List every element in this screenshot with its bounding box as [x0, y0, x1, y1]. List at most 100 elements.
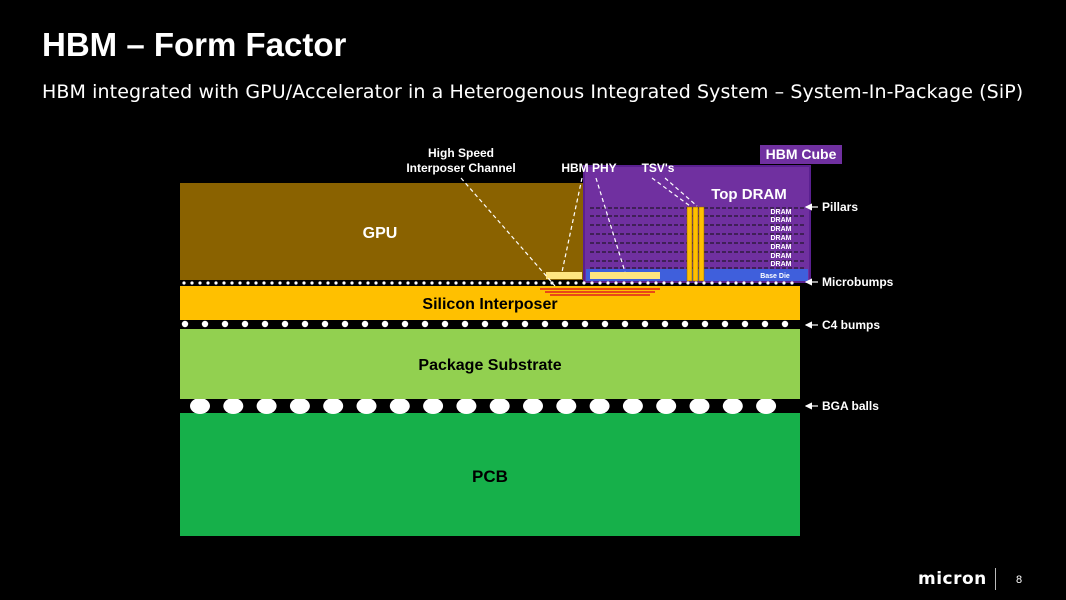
c4-bump [441, 320, 449, 328]
microbump [686, 281, 690, 285]
c4-bump [281, 320, 289, 328]
c4-bump [301, 320, 309, 328]
c4-bump [421, 320, 429, 328]
gpu-phy [546, 272, 582, 279]
svg-text:DRAM: DRAM [771, 235, 792, 242]
microbump [734, 281, 738, 285]
microbump [302, 281, 306, 285]
c4-bump [741, 320, 749, 328]
c4-bump [581, 320, 589, 328]
bga-ball [256, 398, 277, 414]
c4-bump [461, 320, 469, 328]
microbump [190, 281, 194, 285]
page-number: 8 [1016, 574, 1023, 586]
microbump [422, 281, 426, 285]
bga-ball [556, 398, 577, 414]
bga-ball [722, 398, 743, 414]
bga-ball [523, 398, 543, 414]
c4-bump [661, 320, 669, 328]
microbump [398, 281, 402, 285]
microbump [790, 281, 794, 285]
microbump [318, 281, 322, 285]
microbump [366, 281, 370, 285]
c4-bump [181, 320, 189, 328]
microbump [750, 281, 754, 285]
c4-bump [621, 320, 629, 328]
tsvs-label: TSV's [642, 161, 675, 175]
base-die-label: Base Die [760, 273, 790, 280]
microbump [206, 281, 210, 285]
microbump [766, 281, 770, 285]
microbump [446, 281, 450, 285]
svg-text:DRAM: DRAM [771, 226, 792, 233]
bga-ball [589, 398, 610, 414]
microbump [470, 281, 474, 285]
bga-ball [323, 398, 344, 414]
microbump [606, 281, 610, 285]
c4-bump [541, 320, 549, 328]
c4-bump [201, 320, 209, 328]
pcb-layer [180, 413, 800, 536]
c4-bump [241, 320, 249, 328]
microbump [230, 281, 234, 285]
microbump [430, 281, 434, 285]
slide-title: HBM – Form Factor [42, 26, 347, 63]
microbump [702, 281, 706, 285]
microbump [718, 281, 722, 285]
microbump [342, 281, 346, 285]
c4-bump [641, 320, 649, 328]
bga-ball [423, 398, 444, 414]
microbump [310, 281, 314, 285]
microbump [214, 281, 218, 285]
interposer-channel-label-line1: High Speed [428, 146, 494, 160]
package-substrate-label: Package Substrate [418, 357, 561, 374]
microbump [478, 281, 482, 285]
c4-bump [321, 320, 329, 328]
microbump [246, 281, 250, 285]
c4-bump [401, 320, 409, 328]
pillars-label: Pillars [822, 200, 858, 214]
c4-bump [501, 320, 509, 328]
microbump [406, 281, 410, 285]
c4-bump [721, 320, 729, 328]
c4-bumps-label: C4 bumps [822, 318, 880, 332]
bga-ball [356, 398, 377, 414]
microbump [622, 281, 626, 285]
microbump [390, 281, 394, 285]
c4-bump [601, 320, 609, 328]
microbump [494, 281, 498, 285]
footer-divider [995, 568, 996, 590]
microbump [334, 281, 338, 285]
tsv-pillars [686, 206, 705, 282]
dram-labels: DRAM DRAM DRAM DRAM DRAM DRAM DRAM [771, 209, 792, 268]
microbump [646, 281, 650, 285]
microbump [614, 281, 618, 285]
microbump [326, 281, 330, 285]
microbump [662, 281, 666, 285]
microbump [774, 281, 778, 285]
microbump [350, 281, 354, 285]
microbump [454, 281, 458, 285]
microbump [278, 281, 282, 285]
microbump [414, 281, 418, 285]
c4-bump [361, 320, 369, 328]
bga-balls [190, 398, 777, 414]
gpu-die [180, 183, 583, 280]
c4-bump [381, 320, 389, 328]
microbump [526, 281, 530, 285]
c4-bumps [181, 320, 789, 328]
c4-bump [341, 320, 349, 328]
c4-bump [681, 320, 689, 328]
top-dram-label: Top DRAM [711, 186, 787, 203]
microbump [462, 281, 466, 285]
microbump [726, 281, 730, 285]
silicon-interposer-label: Silicon Interposer [422, 296, 557, 313]
microbump [590, 281, 594, 285]
c4-bump [761, 320, 769, 328]
microbump [582, 281, 586, 285]
c4-bump [521, 320, 529, 328]
callout-lines [460, 177, 698, 287]
microbump [598, 281, 602, 285]
microbump [782, 281, 786, 285]
